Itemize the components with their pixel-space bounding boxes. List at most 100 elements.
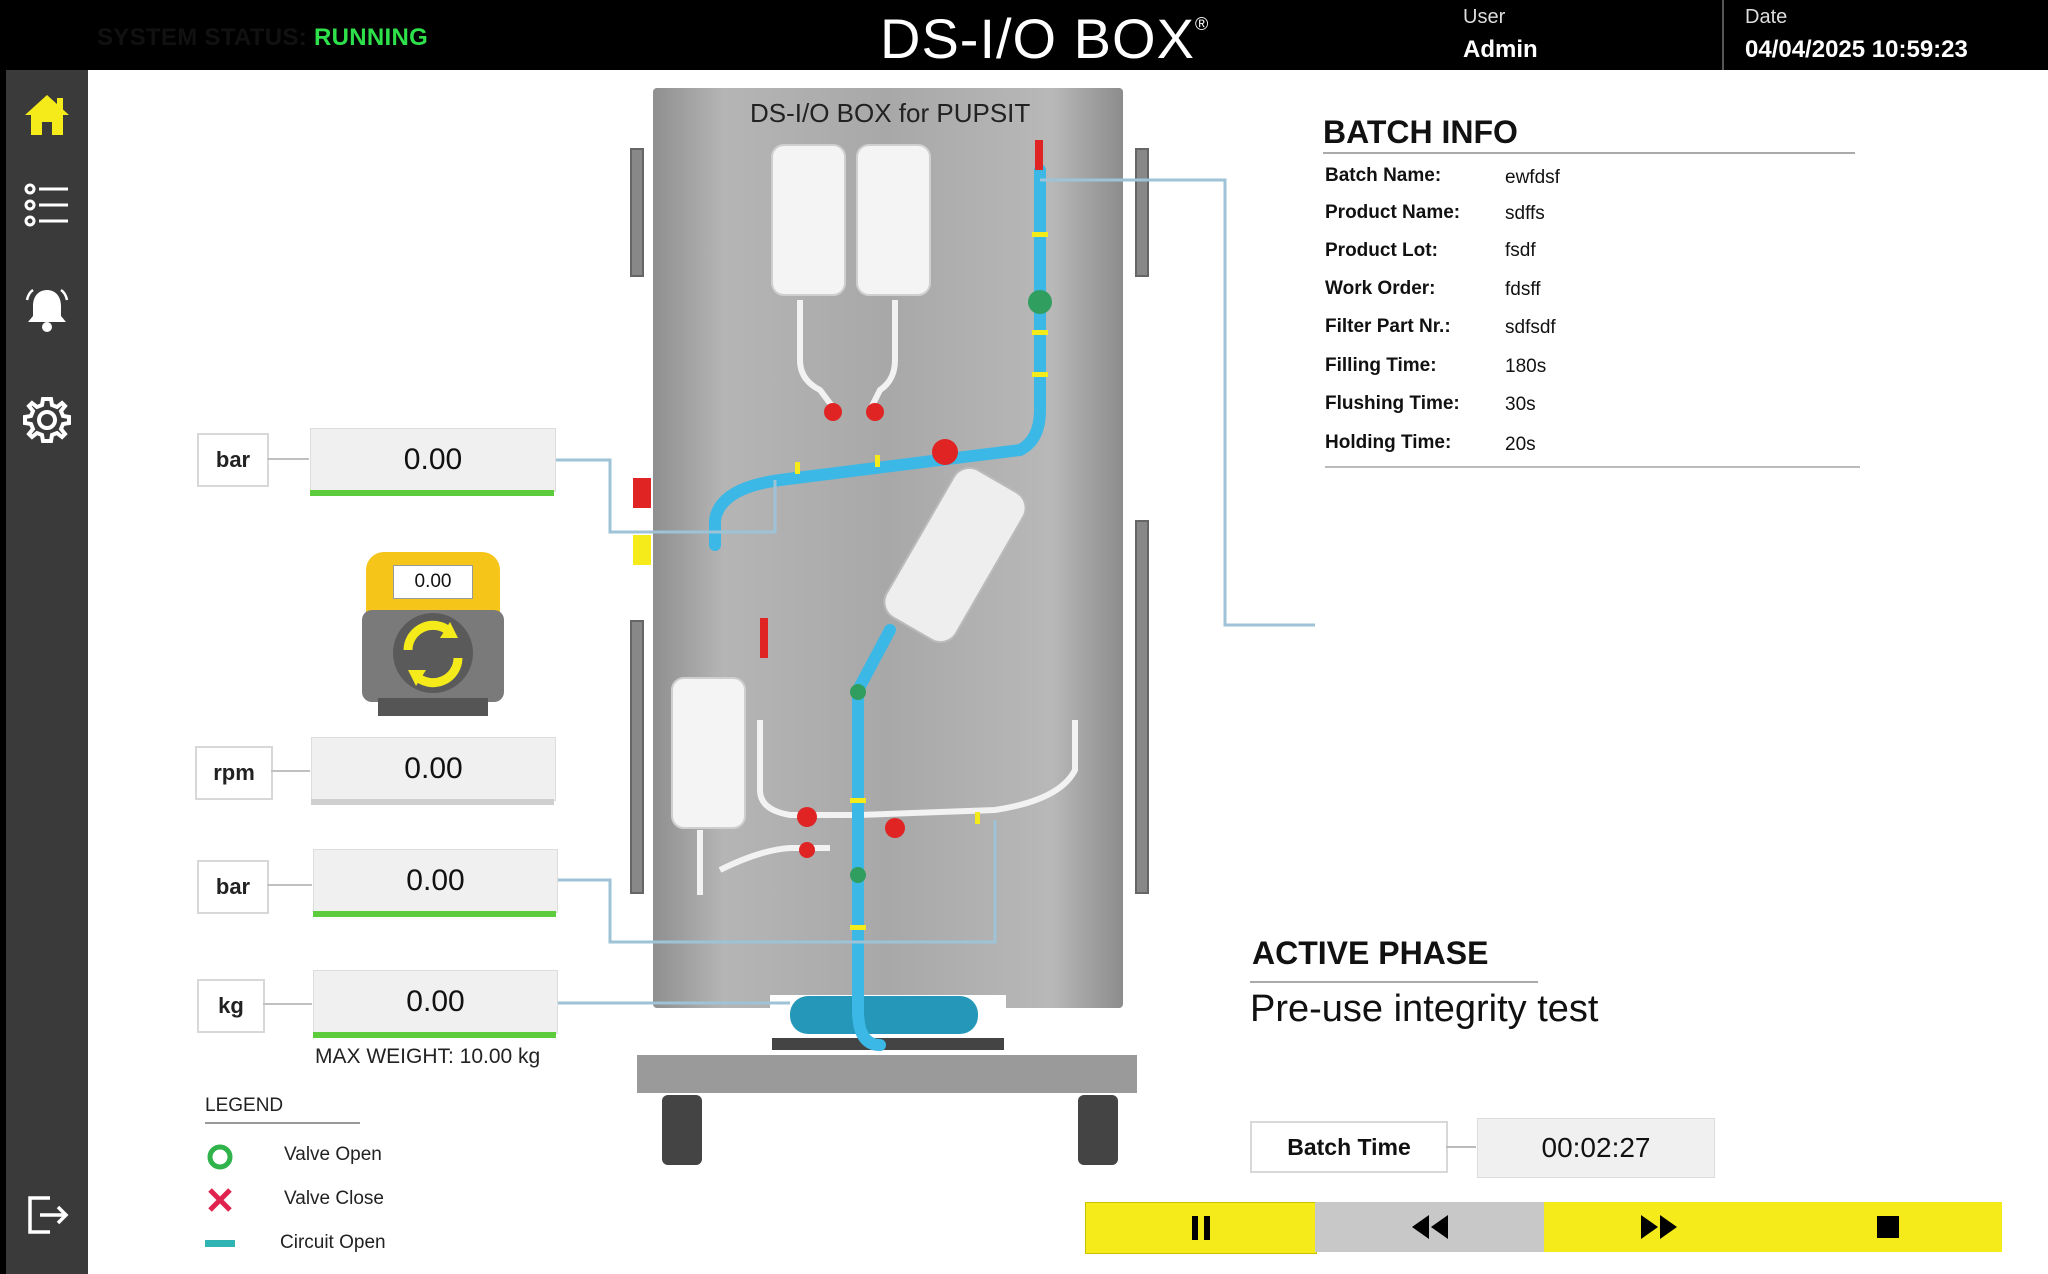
batch-info-divider bbox=[1323, 152, 1855, 154]
pressure-outlet-value: 0.00 bbox=[313, 849, 558, 913]
gear-icon bbox=[23, 397, 71, 443]
filter-part-value: sdfsdf bbox=[1505, 317, 1556, 338]
batch-info-divider bbox=[1325, 466, 1860, 468]
legend-valve-close: Valve Close bbox=[284, 1188, 384, 1209]
registered-mark: ® bbox=[1194, 14, 1210, 34]
pause-icon bbox=[1192, 1216, 1210, 1240]
home-icon bbox=[25, 95, 69, 135]
product-name-value: sdffs bbox=[1505, 203, 1545, 224]
circuit-pipe bbox=[709, 164, 1046, 1051]
clamp bbox=[795, 232, 1048, 930]
filling-time-label: Filling Time: bbox=[1325, 355, 1437, 376]
gauge-connector bbox=[263, 1003, 312, 1005]
flushing-time-value: 30s bbox=[1505, 394, 1536, 415]
pressure-outlet-status-bar bbox=[313, 911, 556, 917]
top-bar bbox=[0, 0, 2048, 70]
valve-close-icon bbox=[208, 1188, 232, 1212]
pressure-inlet-value: 0.00 bbox=[310, 428, 556, 492]
sensor-connector bbox=[555, 178, 1315, 1005]
weight-unit: kg bbox=[197, 979, 265, 1033]
circuit-open-icon bbox=[205, 1240, 235, 1247]
active-phase-title: ACTIVE PHASE bbox=[1252, 935, 1489, 971]
next-step-button[interactable] bbox=[1544, 1202, 1773, 1252]
filling-time-value: 180s bbox=[1505, 356, 1547, 377]
pressure-inlet-unit: bar bbox=[197, 433, 269, 487]
machine-label: DS-I/O BOX for PUPSIT bbox=[750, 98, 1031, 128]
pressure-inlet-status-bar bbox=[310, 490, 554, 496]
nav-alarms-button[interactable] bbox=[6, 265, 88, 355]
legend-valve-open: Valve Open bbox=[284, 1144, 382, 1165]
pause-button[interactable] bbox=[1085, 1202, 1317, 1254]
valve-open-icon bbox=[207, 1144, 233, 1170]
app-title: DS-I/O BOX® bbox=[880, 6, 1209, 71]
legend-divider bbox=[205, 1122, 360, 1124]
fast-forward-icon bbox=[1640, 1215, 1677, 1239]
gauge-connector bbox=[267, 884, 312, 886]
system-status-value: RUNNING bbox=[313, 24, 429, 51]
holding-time-label: Holding Time: bbox=[1325, 432, 1452, 453]
filter-part-label: Filter Part Nr.: bbox=[1325, 316, 1451, 337]
pressure-outlet-unit: bar bbox=[197, 860, 269, 914]
work-order-label: Work Order: bbox=[1325, 278, 1436, 299]
system-status-label: SYSTEM STATUS: bbox=[97, 24, 307, 51]
weight-status-bar bbox=[313, 1032, 556, 1038]
product-lot-value: fsdf bbox=[1505, 240, 1536, 261]
user-label: User bbox=[1463, 6, 1506, 28]
machine-handle bbox=[1135, 520, 1149, 894]
emergency-knob bbox=[633, 478, 651, 508]
topbar-divider bbox=[1722, 0, 1724, 70]
pump-speed-value: 0.00 bbox=[311, 737, 556, 801]
nav-logout-button[interactable] bbox=[6, 1170, 88, 1260]
machine-handle bbox=[630, 148, 644, 277]
list-icon bbox=[24, 183, 68, 227]
tubing bbox=[697, 300, 1078, 895]
gauge-connector bbox=[271, 770, 310, 772]
machine-handle bbox=[630, 620, 644, 894]
stop-button[interactable] bbox=[1773, 1202, 2002, 1252]
previous-step-button[interactable] bbox=[1315, 1202, 1544, 1252]
date-value: 04/04/2025 10:59:23 bbox=[1745, 36, 1968, 63]
legend-title: LEGEND bbox=[205, 1095, 284, 1116]
active-phase-divider bbox=[1250, 981, 1538, 983]
pump-speed-unit: rpm bbox=[195, 746, 273, 800]
holding-time-value: 20s bbox=[1505, 434, 1536, 455]
bell-icon bbox=[25, 288, 69, 332]
scale-tank bbox=[790, 996, 978, 1034]
pump-speed-status-bar bbox=[311, 799, 554, 805]
batch-name-value: ewfdsf bbox=[1505, 167, 1560, 188]
flushing-time-label: Flushing Time: bbox=[1325, 393, 1460, 414]
batch-time-value: 00:02:27 bbox=[1477, 1118, 1715, 1178]
work-order-value: fdsff bbox=[1505, 279, 1541, 300]
sidebar-panel bbox=[6, 70, 88, 1274]
nav-settings-button[interactable] bbox=[6, 375, 88, 465]
nav-home-button[interactable] bbox=[6, 70, 88, 160]
nav-list-button[interactable] bbox=[6, 160, 88, 250]
stop-icon bbox=[1876, 1216, 1899, 1238]
product-name-label: Product Name: bbox=[1325, 202, 1461, 223]
gauge-connector bbox=[267, 458, 309, 460]
rewind-icon bbox=[1411, 1215, 1448, 1239]
pump-display-value: 0.00 bbox=[393, 565, 473, 599]
max-weight-label: MAX WEIGHT: 10.00 kg bbox=[315, 1045, 541, 1068]
product-lot-label: Product Lot: bbox=[1325, 240, 1438, 261]
weight-value: 0.00 bbox=[313, 970, 558, 1034]
legend-circuit-open: Circuit Open bbox=[280, 1232, 386, 1253]
scale-plate bbox=[772, 1038, 1004, 1050]
valve-closed bbox=[760, 140, 1043, 858]
batch-time-label: Batch Time bbox=[1250, 1121, 1448, 1173]
batch-time-connector bbox=[1446, 1146, 1476, 1148]
system-status: SYSTEM STATUS: RUNNING bbox=[97, 24, 428, 52]
filter-housing bbox=[883, 466, 1027, 644]
emergency-knob bbox=[633, 535, 651, 565]
valve-open bbox=[850, 290, 1052, 883]
fluid-bag bbox=[671, 144, 931, 829]
caster-wheel bbox=[662, 1095, 702, 1165]
active-phase-value: Pre-use integrity test bbox=[1250, 988, 1599, 1030]
date-label: Date bbox=[1745, 6, 1788, 28]
batch-info-title: BATCH INFO bbox=[1323, 114, 1518, 150]
batch-name-label: Batch Name: bbox=[1325, 165, 1442, 186]
machine-base bbox=[637, 1055, 1137, 1093]
app-title-text: DS-I/O BOX bbox=[880, 7, 1195, 70]
user-value: Admin bbox=[1463, 36, 1538, 63]
